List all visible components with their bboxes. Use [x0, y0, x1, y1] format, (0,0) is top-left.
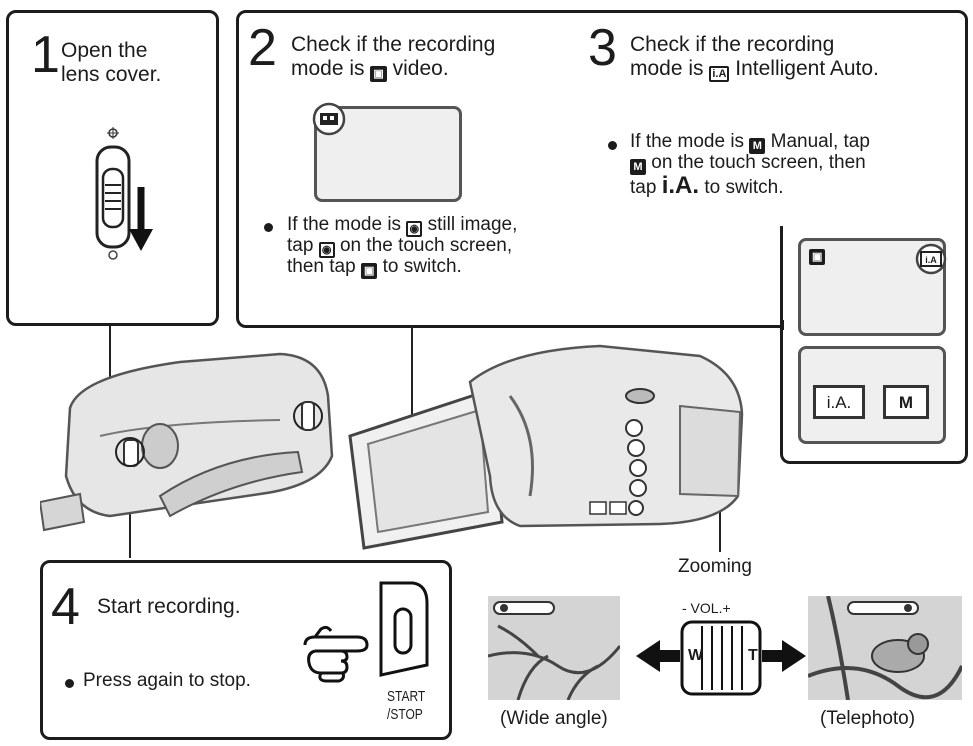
- still-camera-icon: ◉: [318, 242, 335, 258]
- lcd-screen-mode-select: i.A. M: [798, 346, 946, 444]
- video-camera-icon: [312, 102, 346, 136]
- intelligent-auto-circle-icon: i.A: [915, 243, 947, 275]
- step2-note-bullet: [264, 223, 273, 232]
- step2-line2: mode is ▣ video.: [291, 57, 449, 82]
- step1-number: 1: [31, 26, 60, 84]
- camcorder-illustration: [40, 326, 744, 558]
- bird-image: [808, 596, 962, 700]
- zooming-label: Zooming: [678, 556, 752, 577]
- lcd-screen-ia: ▣ i.A: [798, 238, 947, 336]
- intelligent-auto-label: i.A.: [661, 172, 700, 199]
- step2-line1: Check if the recording: [291, 33, 496, 56]
- start-label-2: /STOP: [387, 706, 423, 723]
- zoom-t-label: T: [748, 647, 758, 664]
- branch-image: [488, 596, 620, 700]
- wide-angle-photo: [488, 596, 620, 700]
- telephoto-photo: [808, 596, 962, 700]
- wide-angle-label: (Wide angle): [500, 708, 608, 729]
- step3-number: 3: [588, 19, 617, 77]
- step2-note-line3: then tap ▣ to switch.: [287, 256, 462, 279]
- pointing-hand-icon: [303, 625, 369, 683]
- step3-line2: mode is i.A Intelligent Auto.: [630, 57, 879, 82]
- step4-number: 4: [51, 578, 80, 636]
- video-mode-icon: ▣: [809, 249, 826, 265]
- panel-joint-corner: [780, 320, 784, 330]
- step4-title: Start recording.: [97, 595, 241, 618]
- video-mode-icon: ▣: [370, 66, 387, 82]
- step3-line1: Check if the recording: [630, 33, 835, 56]
- step1-panel: 1 Open the lens cover.: [6, 10, 219, 326]
- manual-mode-button[interactable]: M: [883, 385, 929, 419]
- step4-note-bullet: [65, 679, 74, 688]
- step3-note-line2: M on the touch screen, then: [630, 153, 866, 175]
- zoom-w-label: W: [688, 647, 704, 664]
- step1-line1: Open the: [61, 39, 148, 62]
- telephoto-label: (Telephoto): [820, 708, 916, 729]
- step2-note-line2: tap ◉ on the touch screen,: [287, 235, 513, 258]
- step3-note-line1: If the mode is M Manual, tap: [630, 131, 870, 154]
- lcd-screen-video: [312, 102, 462, 202]
- start-label-1: START: [387, 688, 426, 705]
- svg-text:i.A: i.A: [925, 255, 937, 265]
- manual-mode-icon: M: [630, 159, 646, 175]
- step2-note-line1: If the mode is ◉ still image,: [287, 214, 518, 237]
- video-mode-icon: ▣: [360, 263, 378, 279]
- step3-note-line3: tap i.A. to switch.: [630, 172, 784, 199]
- step1-line2: lens cover.: [61, 63, 162, 86]
- ia-mode-button[interactable]: i.A.: [813, 385, 865, 419]
- step4-note: Press again to stop.: [83, 670, 251, 691]
- start-stop-button-icon: [379, 581, 429, 677]
- intelligent-auto-icon: i.A: [709, 66, 730, 82]
- step3-note-bullet: [608, 141, 617, 150]
- zoom-lever-icon: [636, 620, 806, 696]
- lens-cover-switch-icon: [95, 127, 153, 260]
- step2-number: 2: [248, 19, 277, 77]
- step4-panel: 4 Start recording. Press again to stop. …: [40, 560, 452, 740]
- vol-label: - VOL.+: [682, 600, 731, 616]
